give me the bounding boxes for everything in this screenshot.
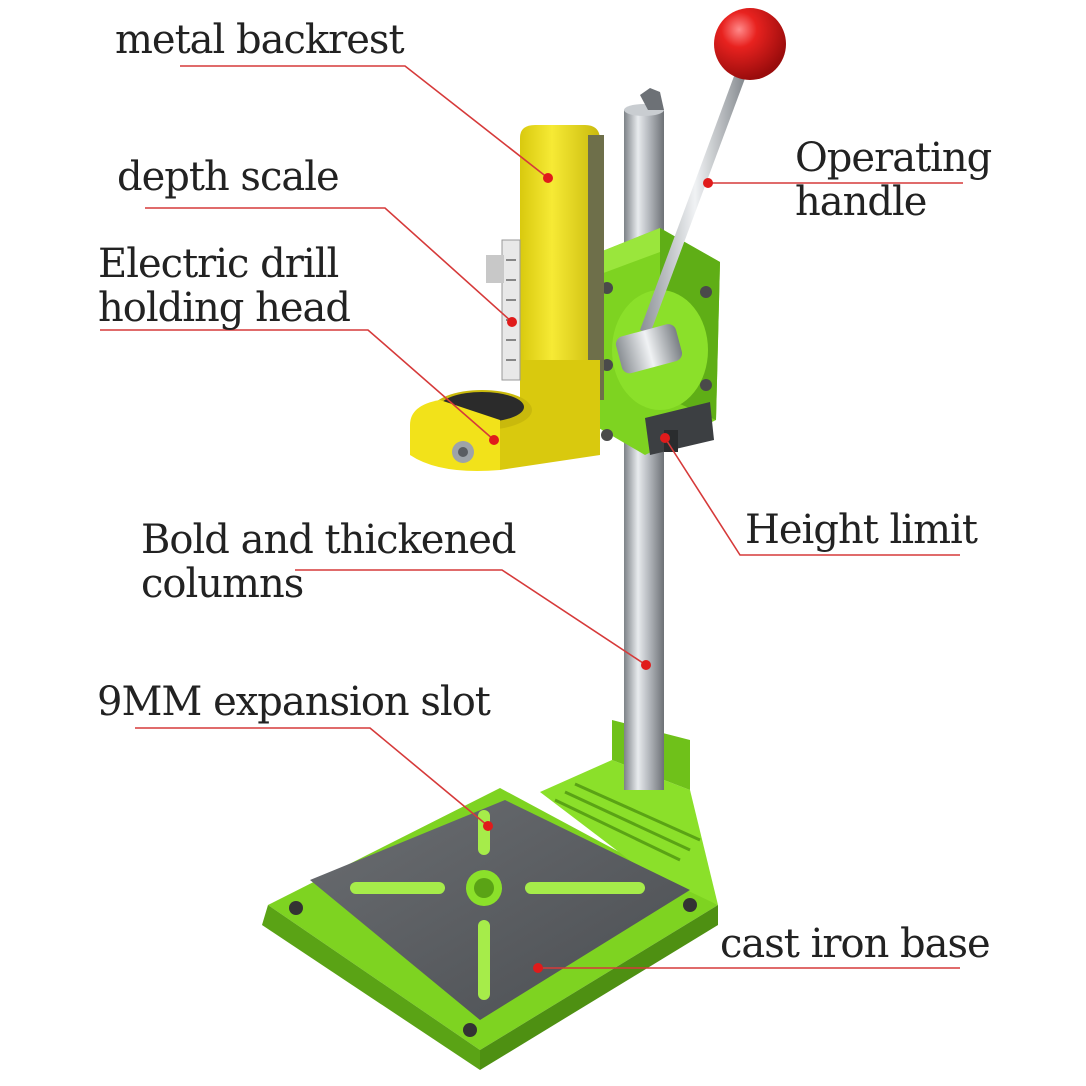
label-drill-holding-head: Electric drill holding head [98, 241, 351, 331]
leader-drill-head [100, 329, 495, 441]
drill-holding-head [410, 125, 604, 471]
leader-slot [135, 727, 489, 827]
leader-metal-backrest [180, 65, 549, 179]
label-depth-scale: depth scale [117, 154, 340, 200]
label-height-limit: Height limit [745, 507, 978, 553]
operating-handle [615, 8, 786, 374]
leader-lines [100, 65, 963, 969]
base-ridges [554, 782, 701, 862]
label-operating-handle: Operating handle [795, 135, 992, 225]
depth-scale [486, 239, 521, 381]
work-plate [310, 800, 690, 1020]
leader-depth-scale [145, 207, 513, 323]
label-expansion-slot: 9MM expansion slot [97, 679, 491, 725]
leader-dots [483, 173, 713, 973]
label-columns: Bold and thickened columns [141, 517, 516, 607]
label-metal-backrest: metal backrest [115, 17, 405, 63]
expansion-slots [350, 810, 645, 1000]
leader-columns [295, 569, 647, 666]
label-cast-iron-base: cast iron base [720, 921, 991, 967]
leader-height-limit [664, 437, 960, 556]
